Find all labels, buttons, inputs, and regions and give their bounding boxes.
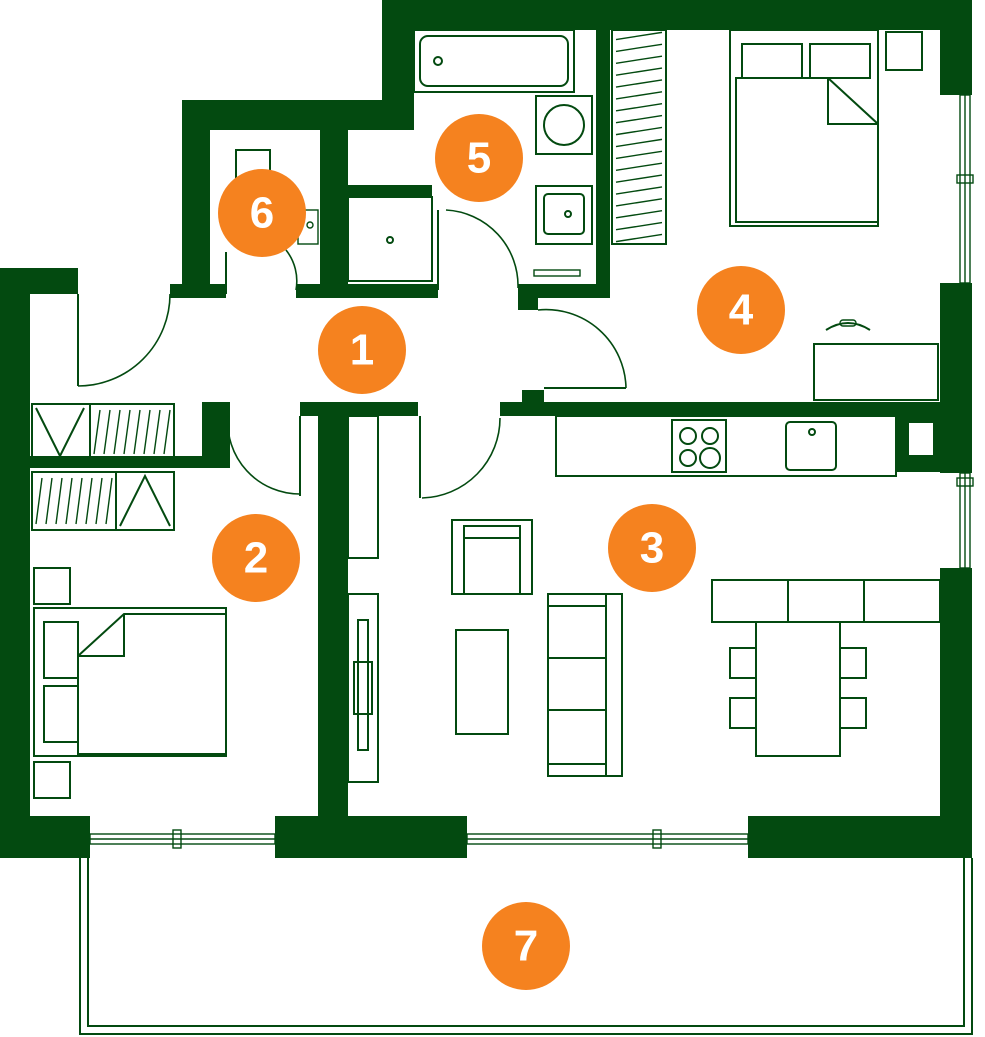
coffee-table	[455, 629, 509, 735]
wall-corridor-top-left	[170, 284, 226, 298]
kitchen-nook-box	[907, 421, 935, 457]
room-number: 4	[729, 286, 754, 335]
wall-left-outer	[0, 268, 30, 858]
wall-bath-right	[596, 30, 610, 298]
wall-top-left	[0, 268, 78, 294]
wall-right-low	[940, 568, 972, 858]
room-badge-4: 4	[697, 266, 785, 354]
balcony	[79, 858, 973, 1035]
room-badge-3: 3	[608, 504, 696, 592]
bed-room-4	[729, 29, 923, 227]
room-badge-1: 1	[318, 306, 406, 394]
wall-divider	[318, 402, 348, 858]
sideboard	[711, 579, 941, 623]
room-number: 3	[640, 524, 664, 573]
wardrobe-bedroom-4	[611, 29, 667, 245]
room-number: 1	[350, 326, 374, 375]
wall-stub-b	[522, 390, 544, 416]
room-badge-2: 2	[212, 514, 300, 602]
wall-bottom-mid	[275, 816, 467, 858]
room-badge-5: 5	[435, 114, 523, 202]
wall-wc-outer-left	[182, 100, 210, 298]
room-badges: 1 2 3 4 5 6 7	[212, 114, 785, 990]
armchair	[451, 519, 533, 595]
wall-stub-a	[518, 284, 538, 310]
wall-right-mid	[940, 283, 972, 473]
wall-top	[382, 0, 972, 30]
desk-room-4	[813, 319, 939, 401]
washing-machine	[535, 95, 593, 155]
room-badge-7: 7	[482, 902, 570, 990]
room-number: 7	[514, 922, 538, 971]
wall-right-top	[940, 0, 972, 95]
storage-unit	[347, 196, 433, 282]
tv-unit	[347, 415, 379, 783]
bath-sink	[535, 185, 593, 245]
windows	[89, 94, 974, 849]
wall-corridor-top-mid	[296, 284, 438, 298]
wall-wc-right	[320, 120, 348, 298]
wall-bottom-left	[0, 816, 90, 858]
kitchen-counter	[555, 415, 897, 477]
wall-middle-b	[500, 402, 940, 416]
room-number: 6	[250, 189, 274, 238]
walls	[0, 0, 972, 858]
wall-bottom-right	[748, 816, 972, 858]
doors	[77, 209, 627, 499]
bathtub	[413, 29, 575, 93]
room-number: 2	[244, 534, 268, 583]
sofa	[547, 593, 623, 777]
room-badge-6: 6	[218, 169, 306, 257]
wall-wc-top	[182, 100, 414, 130]
room-number: 5	[467, 134, 491, 183]
wall-storage-top	[320, 185, 432, 197]
wall-bath-bottom	[518, 284, 610, 298]
bed-room-2	[33, 567, 227, 799]
wall-middle-a	[300, 402, 418, 416]
furniture	[31, 29, 941, 799]
dining-table	[729, 621, 867, 757]
wall-bath-left	[400, 90, 414, 130]
wardrobe-bedroom-2	[31, 403, 175, 531]
